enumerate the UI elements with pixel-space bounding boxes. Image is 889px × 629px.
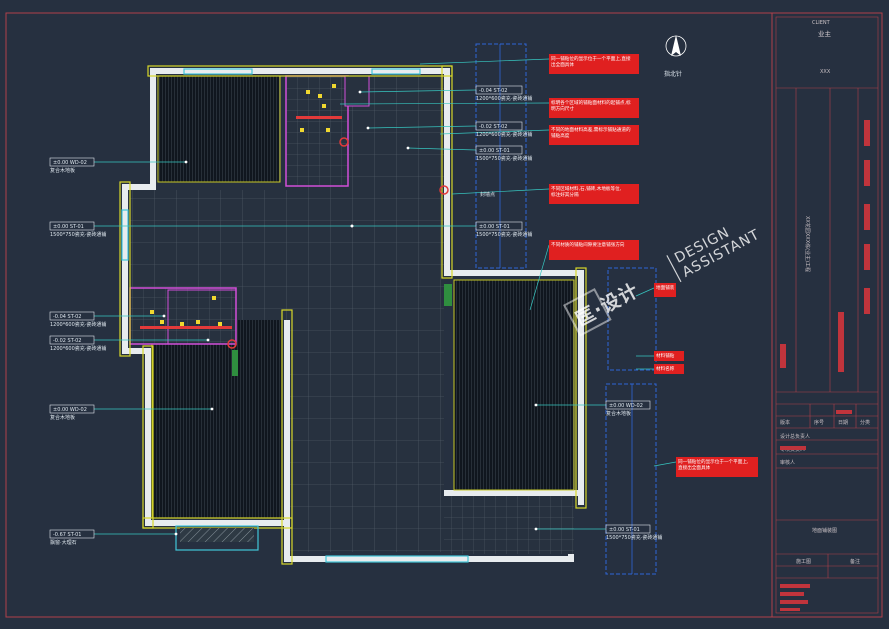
watermark: 匡·设计 DESIGN ASSISTANT (562, 224, 763, 337)
tag-code: ±0.00 WD-02 (53, 160, 87, 166)
tile-area-balcony (444, 496, 574, 554)
tag-desc: 1200*600瓷充·瓷砖通铺 (476, 95, 532, 102)
footer-left: 施工图 (796, 558, 811, 565)
tag-code: ±0.00 ST-01 (479, 148, 510, 154)
tag-desc: 1200*600瓷充·瓷砖通铺 (50, 321, 106, 328)
drawing-title: 地面铺装图 (812, 527, 837, 534)
tag-desc: 飘窗·大理石 (50, 539, 77, 546)
tb-col-label: 版本 (780, 419, 790, 426)
note-text: 同一铺贴位的显示位于一个平面上,直接 (551, 55, 631, 62)
note-text: 明方向尺寸 (551, 105, 574, 112)
tag-code: ±0.00 ST-01 (53, 224, 84, 230)
tag-desc: 1500*750瓷充·瓷砖通铺 (476, 231, 532, 238)
note-text: 地面铺装 (656, 284, 675, 291)
tag-code: -0.04 ST-02 (53, 314, 81, 320)
note-box: 同一铺贴位的显示位于一个平面上,直接出全面具体 (676, 457, 758, 477)
tag-desc: 1200*600瓷充·瓷砖通铺 (50, 345, 106, 352)
leader-lines (94, 58, 677, 536)
fixtures (140, 84, 449, 349)
title-block: CLIENT 业主 XXX XX花园XXX栋(业主)工程 (771, 12, 883, 618)
note-box: 地面铺装 (654, 283, 676, 297)
note-text: 出全面具体 (551, 61, 574, 68)
tb-col-label: 分类 (860, 419, 870, 426)
tag-desc: 复合木地板 (606, 410, 631, 417)
note-box: 同一铺贴位的显示位于一个平面上,直接出全面具体 (549, 54, 639, 74)
tb-staff-row: 审核人 (780, 459, 795, 466)
door-frame (444, 284, 452, 306)
tag-desc: 1500*750瓷充·瓷砖通铺 (50, 231, 106, 238)
note-text: 标明各个区域的铺贴面材料的起铺点,标 (551, 99, 631, 106)
floor-plan (119, 65, 587, 565)
note-text: 不同材质的铺贴间隙要注意铺张方向 (551, 241, 625, 248)
note-text: 铺贴高度 (551, 132, 570, 139)
tb-col-label: 日期 (838, 420, 848, 426)
bay-window-marble (180, 528, 254, 542)
note-text: 直接出全面具体 (678, 464, 711, 471)
client-value: XXX (820, 69, 831, 75)
room-bedroom-bottom-left (151, 317, 283, 519)
room-bedroom-top-left (157, 75, 281, 183)
note-text: 材料名称 (656, 365, 675, 372)
tag-code: ±0.00 WD-02 (609, 403, 643, 409)
note-box: 材料铺贴 (654, 351, 684, 361)
tag-desc: 复合木地板 (50, 414, 75, 421)
tag-desc: 复合木地板 (50, 167, 75, 174)
client-name: 业主 (818, 29, 832, 38)
tb-col-label: 序号 (814, 419, 824, 426)
callout-frames (475, 43, 657, 575)
tag-code: -0.02 ST-02 (479, 124, 507, 130)
note-text: 同一铺贴位的显示位于一个平面上, (678, 458, 749, 465)
tag-code: -0.02 ST-02 (53, 338, 81, 344)
project-name-vertical: XX花园XXX栋(业主)工程 (804, 216, 811, 272)
note-box: 不同区域材料,石,铺砖,木地板等位,标注好其分隔 (549, 184, 639, 204)
room-kitchen (285, 75, 349, 187)
note-box: 材料名称 (654, 364, 684, 374)
tag-code: -0.04 ST-02 (479, 88, 507, 94)
annotation-notes: 同一铺贴位的显示位于一个平面上,直接出全面具体标明各个区域的铺贴面材料的起铺点,… (549, 54, 758, 477)
tag-code: ±0.00 ST-01 (479, 224, 510, 230)
note-text: 材料铺贴 (656, 352, 675, 359)
door-note: 封墙点 (480, 191, 495, 198)
tag-code: ±0.00 WD-02 (53, 407, 87, 413)
note-box: 不同材质的铺贴间隙要注意铺张方向 (549, 240, 639, 260)
north-arrow: 指北针 (664, 35, 687, 78)
note-text: 不同的地面材料高差,需标示铺贴通道的 (551, 126, 631, 133)
tag-desc: 1500*750瓷充·瓷砖通铺 (476, 155, 532, 162)
north-label: 指北针 (664, 70, 682, 78)
note-text: 不同区域材料,石,铺砖,木地板等位, (551, 185, 622, 192)
tag-code: ±0.00 ST-01 (609, 527, 640, 533)
tile-area-hall (290, 196, 444, 552)
tag-code: -0.67 ST-01 (53, 532, 81, 538)
tb-staff-row: 设计总负责人 (780, 433, 810, 440)
client-label: CLIENT (812, 20, 831, 26)
note-text: 标注好其分隔 (551, 191, 579, 198)
tag-desc: 1500*750瓷充·瓷砖通铺 (606, 534, 662, 541)
room-bedroom-right (453, 279, 575, 491)
tag-desc: 1200*600瓷充·瓷砖通铺 (476, 131, 532, 138)
footer-right: 备注 (850, 558, 860, 565)
